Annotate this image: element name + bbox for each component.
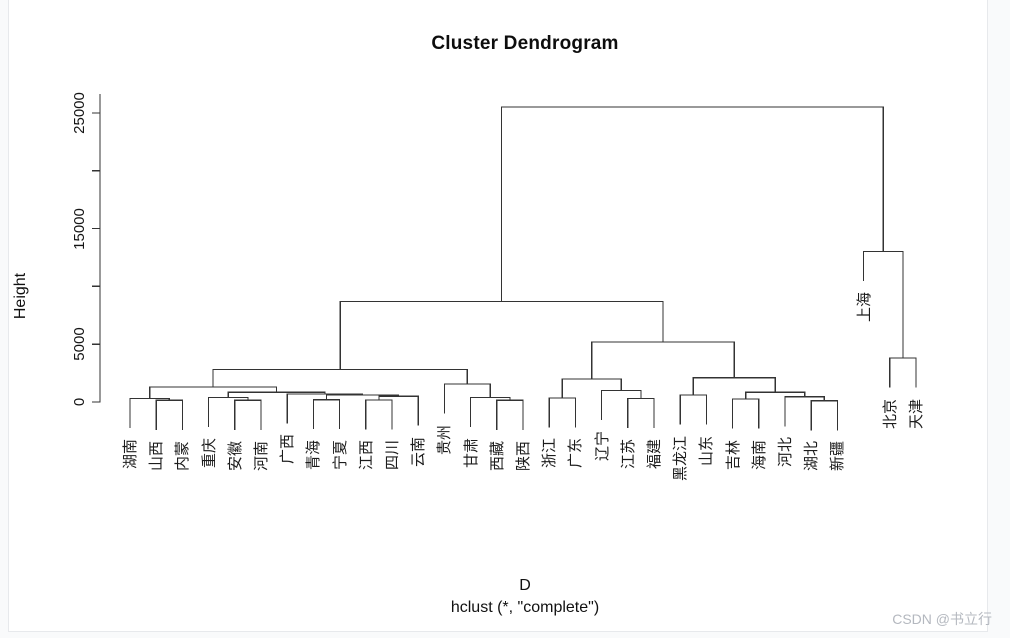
dendrogram-link [810, 400, 839, 431]
leaf-label: 黑龙江 [672, 435, 690, 481]
leaf-label: 福建 [646, 439, 663, 470]
leaf-label: 内蒙 [174, 440, 192, 471]
leaf-label: 江苏 [619, 439, 637, 470]
leaf-label: 天津 [908, 398, 925, 429]
leaf-label: 山东 [698, 435, 716, 466]
leaf-label: 北京 [881, 398, 899, 429]
leaf-label: 重庆 [200, 437, 218, 468]
leaf-label: 云南 [410, 436, 428, 467]
dendrogram-link [365, 399, 393, 430]
leaf-label: 宁夏 [331, 440, 349, 471]
leaf-label: 海南 [750, 439, 768, 470]
plot-panel [8, 0, 988, 632]
dendrogram-link [339, 300, 664, 370]
dendrogram-link [496, 399, 524, 430]
leaf-label: 广东 [567, 438, 585, 469]
leaf-label: 吉林 [724, 439, 742, 470]
dendrogram-link [745, 391, 806, 400]
dendrogram-link [155, 399, 183, 430]
leaf-label: 湖南 [122, 439, 139, 470]
dendrogram-link [470, 396, 511, 427]
leaf-label: 河北 [777, 437, 794, 468]
dendrogram-link [561, 378, 622, 398]
leaf-label: 陕西 [515, 440, 532, 471]
dendrogram-link [212, 369, 468, 387]
dendrogram-link [129, 397, 170, 428]
y-tick-label: 15000 [71, 207, 88, 250]
dendrogram-link [286, 393, 364, 424]
y-axis [92, 94, 101, 403]
dendrogram-link [501, 106, 884, 302]
leaf-label: 广西 [279, 434, 297, 465]
watermark: CSDN @书立行 [892, 611, 992, 627]
dendrogram-link [600, 389, 642, 420]
leaf-label: 四川 [384, 440, 401, 471]
dendrogram-link [443, 383, 491, 414]
leaf-label: 青海 [305, 440, 323, 471]
leaf-label: 新疆 [829, 441, 847, 472]
leaf-label: 湖北 [803, 441, 821, 472]
leaf-label: 安徽 [226, 440, 244, 471]
dendrogram-links [129, 106, 917, 431]
x-axis-label: D [519, 577, 531, 594]
leaf-label: 江西 [357, 440, 375, 471]
chart-title: Cluster Dendrogram [431, 33, 619, 54]
dendrogram-link [378, 395, 419, 426]
dendrogram-link [889, 357, 917, 388]
dendrogram-link [312, 399, 341, 430]
dendrogram-link [679, 394, 708, 425]
y-tick-label: 5000 [71, 327, 88, 361]
dendrogram-link [227, 391, 326, 398]
leaf-label: 浙江 [541, 438, 559, 469]
leaf-label: 辽宁 [593, 430, 611, 461]
dendrogram-link [208, 396, 249, 427]
y-tick-label: 0 [71, 397, 88, 407]
leaf-label: 河南 [253, 440, 270, 471]
y-axis-label: Height [12, 272, 29, 320]
leaf-label: 甘肃 [462, 437, 480, 468]
dendrogram-link [731, 398, 760, 429]
leaf-label: 上海 [855, 292, 873, 323]
leaf-label: 贵州 [436, 424, 454, 455]
dendrogram-link [234, 399, 262, 430]
dendrogram-link [591, 341, 735, 379]
subtitle-hclust: hclust (*, "complete") [450, 599, 600, 616]
dendrogram-link [627, 397, 655, 428]
leaf-label: 山西 [148, 440, 166, 471]
y-tick-label: 25000 [71, 91, 88, 134]
dendrogram-link [548, 397, 577, 428]
leaf-label: 西藏 [488, 440, 506, 471]
